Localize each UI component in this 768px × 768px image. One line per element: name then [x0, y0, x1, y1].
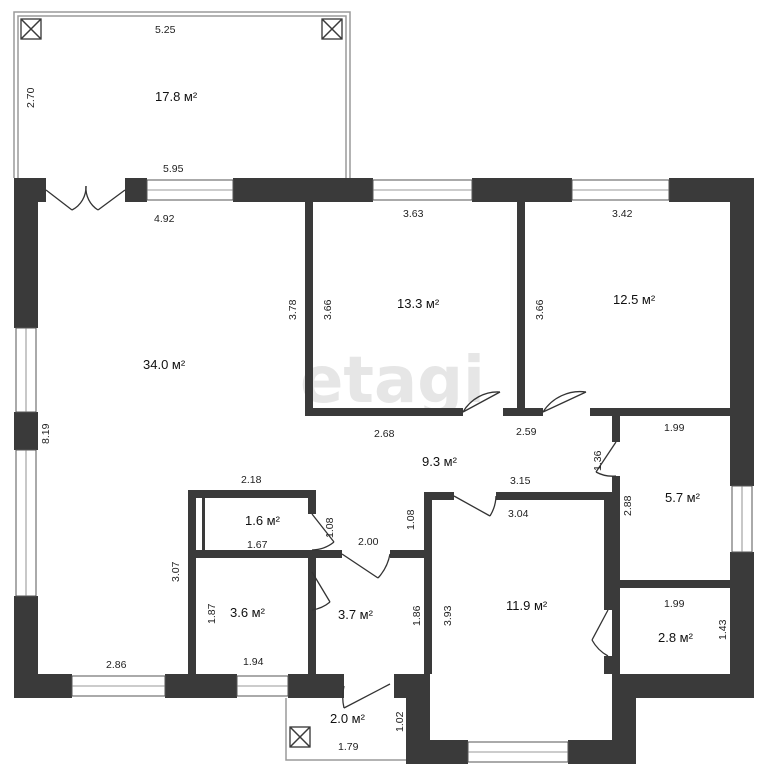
- dim-hall-b: 2.59: [516, 426, 537, 438]
- dim-hall-c: 3.15: [510, 475, 531, 487]
- dim-store-bottom: 1.67: [247, 539, 268, 551]
- dim-small-top: 1.99: [664, 598, 685, 610]
- dim-small-side: 1.43: [717, 619, 729, 640]
- windows: [15, 179, 753, 763]
- window-living-left-1: [15, 327, 37, 413]
- area-bedroom3: 11.9 м²: [506, 598, 548, 613]
- area-bedroom1: 13.3 м²: [397, 296, 440, 311]
- door-balcony: [45, 185, 126, 211]
- window-bedroom3: [467, 741, 569, 763]
- door-bedroom1: [462, 391, 501, 413]
- vestibule-outline: [285, 698, 406, 761]
- interior-walls: [188, 202, 730, 698]
- dim-hall-d: 2.18: [241, 474, 262, 486]
- dim-bed3-top: 3.04: [508, 508, 529, 520]
- door-bedroom2: [542, 390, 587, 413]
- dim-balc-bottom: 5.95: [163, 163, 184, 175]
- dim-right-side: 2.88: [622, 495, 634, 516]
- room-labels: 17.8 м² 34.0 м² 13.3 м² 12.5 м² 9.3 м² 1…: [143, 89, 701, 726]
- dim-bed1-top: 3.63: [403, 208, 424, 220]
- dim-living-inner: 3.78: [287, 299, 299, 320]
- window-living-top: [146, 179, 234, 201]
- dim-balc-side: 2.70: [25, 87, 37, 108]
- dim-bed2-top: 3.42: [612, 208, 633, 220]
- door-vestibule: [342, 683, 391, 709]
- dim-bath-bottom: 1.94: [243, 656, 264, 668]
- dim-store-side: 1.08: [324, 517, 336, 538]
- window-bedroom2: [571, 179, 670, 201]
- window-bath: [236, 675, 289, 697]
- dim-hall-e: 2.00: [358, 536, 379, 548]
- outer-walls: [14, 178, 754, 764]
- balcony: [13, 11, 351, 178]
- window-living-left-2: [15, 449, 37, 597]
- watermark: etagi: [300, 344, 485, 418]
- area-storage: 1.6 м²: [245, 513, 281, 528]
- door-wc: [341, 553, 391, 579]
- door-small-room: [591, 609, 609, 657]
- door-right-room: [595, 441, 617, 477]
- dim-living-low: 3.07: [170, 561, 182, 582]
- area-wc: 3.7 м²: [338, 607, 374, 622]
- area-room-small: 2.8 м²: [658, 630, 694, 645]
- dim-vest-side: 1.02: [394, 711, 406, 732]
- dim-living-bottom: 2.86: [106, 659, 127, 671]
- dim-hall-f: 1.08: [405, 509, 417, 530]
- area-balcony: 17.8 м²: [155, 89, 198, 104]
- window-living-bottom: [71, 675, 166, 697]
- dim-bed3-side: 3.93: [442, 605, 454, 626]
- balcony-post-left: [20, 18, 42, 40]
- window-right: [731, 485, 753, 553]
- doors: [45, 185, 617, 709]
- dim-living-top: 4.92: [154, 213, 175, 225]
- door-bedroom3: [453, 495, 497, 517]
- dim-balc-top: 5.25: [155, 24, 176, 36]
- area-vestibule: 2.0 м²: [330, 711, 366, 726]
- dim-hall-a: 2.68: [374, 428, 395, 440]
- area-bedroom2: 12.5 м²: [613, 292, 656, 307]
- vestibule-post: [289, 726, 311, 748]
- dim-bed1-side: 3.66: [322, 299, 334, 320]
- dim-right-door: 1.36: [592, 450, 604, 471]
- area-bath: 3.6 м²: [230, 605, 266, 620]
- door-storage: [311, 513, 335, 551]
- dimension-labels: 5.25 2.70 5.95 4.92 8.19 3.78 3.07 2.86 …: [25, 24, 729, 753]
- dim-wc-side: 1.86: [411, 605, 423, 626]
- door-bath: [311, 571, 331, 611]
- dim-bath-side: 1.87: [206, 603, 218, 624]
- dim-living-side: 8.19: [40, 423, 52, 444]
- dim-bed2-side: 3.66: [534, 299, 546, 320]
- dim-right-top: 1.99: [664, 422, 685, 434]
- area-living: 34.0 м²: [143, 357, 186, 372]
- dim-vest-bottom: 1.79: [338, 741, 359, 753]
- area-room-right: 5.7 м²: [665, 490, 701, 505]
- area-hall: 9.3 м²: [422, 454, 458, 469]
- balcony-post-right: [321, 18, 343, 40]
- window-bedroom1: [372, 179, 473, 201]
